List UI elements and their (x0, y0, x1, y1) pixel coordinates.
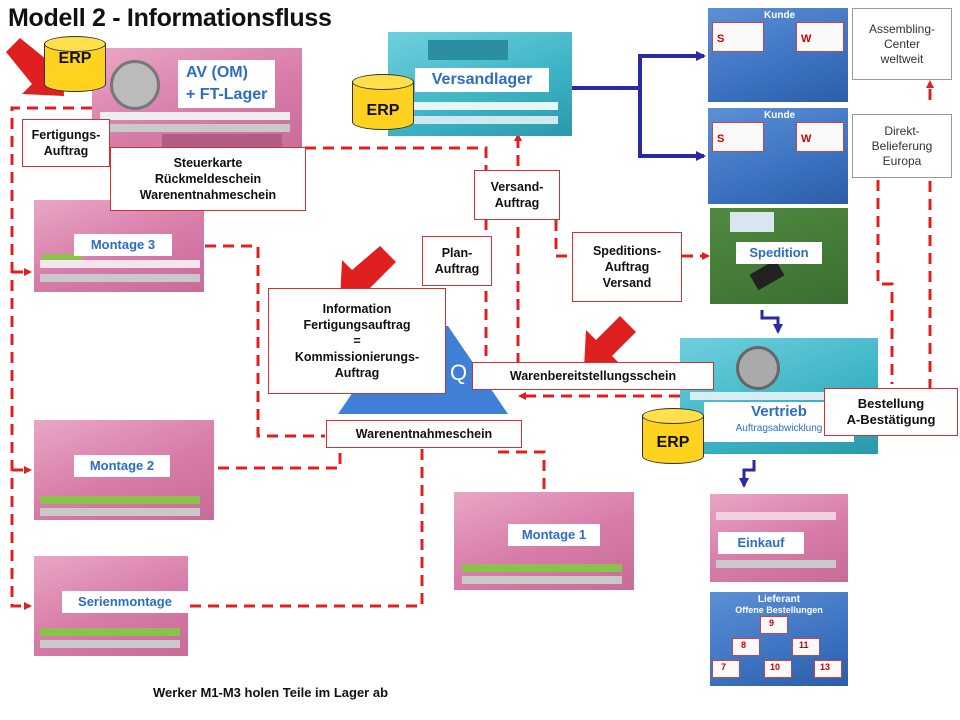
order-card: S (712, 22, 764, 52)
conveyor-strip (40, 496, 200, 504)
conveyor-strip (40, 508, 200, 516)
order-card: 13 (814, 660, 842, 678)
page-title: Modell 2 - Informationsfluss (8, 4, 332, 32)
building-graphic (730, 212, 774, 232)
lieferant-panel: Lieferant Offene Bestellungen 9 8 11 7 1… (710, 592, 848, 686)
order-number: 7 (721, 662, 727, 672)
rack-block (428, 40, 508, 60)
order-mark: S (717, 33, 725, 45)
fertigungsauftrag-doc: Fertigungs- Auftrag (22, 119, 110, 167)
order-card: S (712, 122, 764, 152)
conveyor-strip (40, 640, 180, 648)
order-mark: S (717, 133, 725, 145)
steuerkarte-doc: Steuerkarte Rückmeldeschein Warenentnahm… (110, 147, 306, 211)
order-card: W (796, 122, 844, 152)
einkauf-label: Einkauf (718, 532, 804, 554)
robot-arm-graphic (736, 346, 780, 390)
robot-arm-graphic (110, 60, 160, 110)
parts-bins (42, 254, 82, 260)
conveyor-strip (100, 124, 290, 132)
conveyor-strip (40, 274, 200, 282)
speditionsauftrag-doc: Speditions- Auftrag Versand (572, 232, 682, 302)
conveyor-strip (716, 512, 836, 520)
erp-label: ERP (58, 50, 92, 67)
footer-note: Werker M1-M3 holen Teile im Lager ab (153, 685, 389, 700)
conveyor-strip (40, 260, 200, 268)
conveyor-strip (100, 112, 290, 120)
kunde-label: Kunde (764, 10, 796, 21)
erp-database-icon: ERP (44, 36, 106, 98)
conveyor-strip (716, 560, 836, 568)
lieferant-title: Lieferant (757, 594, 801, 605)
order-card: 7 (712, 660, 740, 678)
av-label: AV (OM) + FT-Lager (178, 60, 276, 108)
erp-database-icon: ERP (352, 74, 414, 136)
order-number: 9 (769, 618, 775, 628)
kunde-label: Kunde (764, 110, 796, 121)
lieferant-subtitle: Offene Bestellungen (735, 605, 823, 615)
order-number: 8 (741, 640, 747, 650)
montage-1-label: Montage 1 (508, 524, 600, 546)
montage-3-label: Montage 3 (74, 234, 172, 256)
warenentnahme-doc: Warenentnahmeschein (326, 420, 522, 448)
order-number: 11 (799, 640, 809, 650)
truck-graphic (749, 259, 785, 291)
direkt-belieferung-box: Direkt- Belieferung Europa (852, 114, 952, 178)
conveyor-strip (40, 628, 180, 636)
warenbereitstellung-doc: Warenbereitstellungsschein (472, 362, 714, 390)
conveyor-strip (462, 576, 622, 584)
rack-strip (398, 102, 558, 110)
shelf-block (162, 134, 282, 148)
erp-database-icon: ERP (642, 408, 704, 470)
order-card: W (796, 22, 844, 52)
serienmontage-label: Serienmontage (62, 591, 188, 613)
montage-3-scene (34, 200, 204, 292)
assembling-center-box: Assembling- Center weltweit (852, 8, 952, 80)
order-mark: W (801, 133, 812, 145)
vertrieb-sublabel: Auftragsabwicklung (735, 423, 823, 434)
rack-strip (690, 392, 870, 400)
order-number: 10 (770, 662, 781, 672)
order-card: 11 (792, 638, 820, 656)
erp-label: ERP (366, 102, 400, 119)
order-card: 9 (760, 616, 788, 634)
order-number: 13 (820, 662, 831, 672)
vertrieb-label: Vertrieb (751, 403, 807, 420)
order-card: 8 (732, 638, 760, 656)
spedition-label: Spedition (736, 242, 822, 264)
information-doc: Information Fertigungsauftrag = Kommissi… (268, 288, 446, 394)
spedition-scene (710, 208, 848, 304)
montage-2-label: Montage 2 (74, 455, 170, 477)
versandlager-label: Versandlager (415, 68, 549, 92)
rack-strip (398, 116, 558, 124)
planauftrag-doc: Plan- Auftrag (422, 236, 492, 286)
kunde-panel-bottom: Kunde S W (708, 108, 848, 204)
erp-label: ERP (656, 434, 690, 451)
bestellung-doc: Bestellung A-Bestätigung (824, 388, 958, 436)
kunde-panel-top: Kunde S W (708, 8, 848, 102)
versandauftrag-doc: Versand- Auftrag (474, 170, 560, 220)
order-card: 10 (764, 660, 792, 678)
conveyor-strip (462, 564, 622, 572)
q-letter: Q (450, 360, 467, 385)
order-mark: W (801, 33, 812, 45)
